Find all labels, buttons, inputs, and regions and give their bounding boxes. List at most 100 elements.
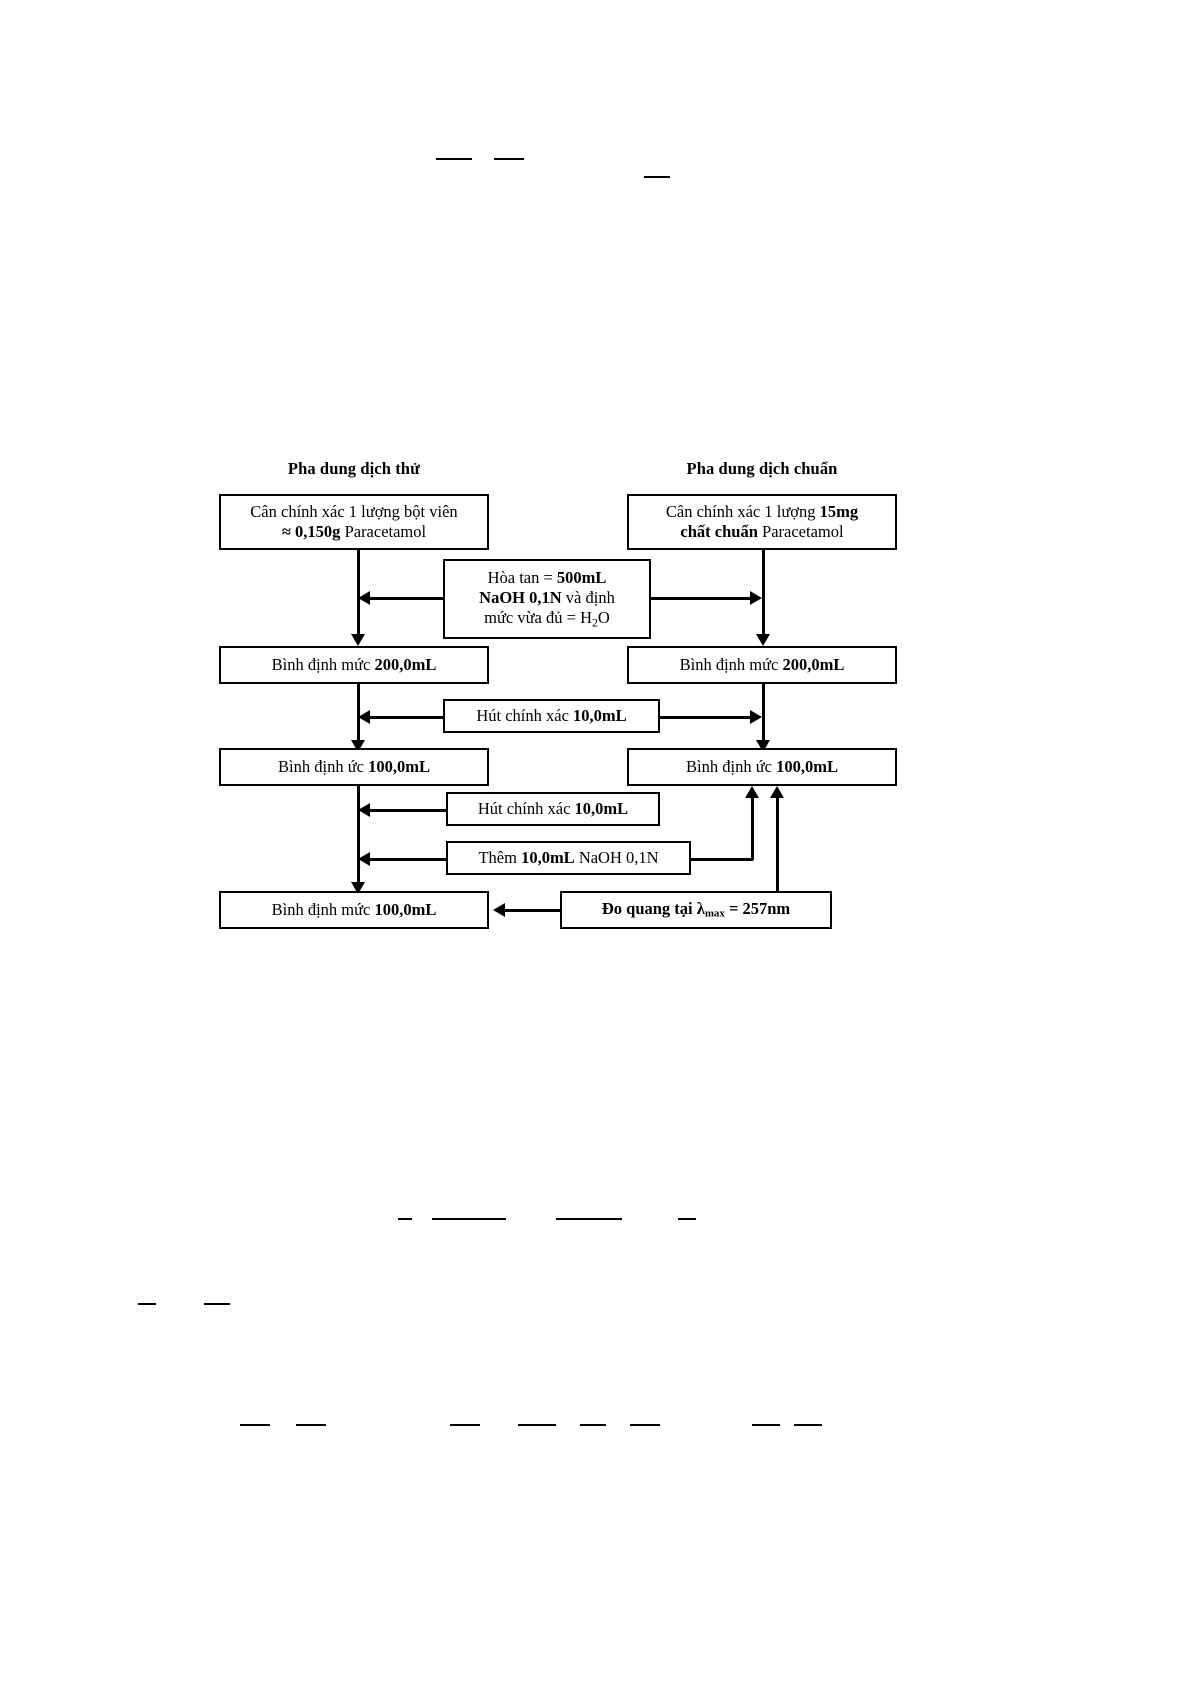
page-mark [398,1218,412,1220]
node-left-flask-100-final-text: Bình định mức 100,0mL [272,900,437,920]
page-mark [752,1424,780,1426]
node-left-flask-100-lead: Bình định ức [278,756,369,776]
page-mark [644,176,670,178]
node-pipette-2: Hút chính xác 10,0mL [446,792,660,826]
page-mark [240,1424,270,1426]
arrowhead-left-flask200 [351,634,365,646]
connector-addnaoh-to-left [370,858,446,861]
node-left-flask-100-final: Bình định mức 100,0mL [219,891,489,929]
node-pipette-2-volume: 10,0mL [574,798,629,818]
node-left-flask-200-lead: Bình định mức [271,654,375,674]
page-mark [580,1424,606,1426]
arrowhead-pipette1-right [750,710,762,724]
page-mark [436,158,472,160]
page-mark [556,1218,622,1220]
page-mark [138,1303,156,1305]
node-measure-text: Đo quang tại λmax = 257nm [602,899,790,921]
page-mark [518,1424,556,1426]
node-dissolve-line3: mức vừa đủ = H2O [484,608,610,630]
node-right-flask-200-text: Bình định mức 200,0mL [680,655,845,675]
page-mark [450,1424,480,1426]
arrowhead-right-flask200 [756,634,770,646]
node-dissolve-line2-rest: và định [561,587,615,607]
node-left-flask-200-text: Bình định mức 200,0mL [272,655,437,675]
node-add-naoh-reagent: NaOH 0,1N [574,847,659,867]
node-left-flask-200: Bình định mức 200,0mL [219,646,489,684]
page-mark [794,1424,822,1426]
node-left-weigh: Cân chính xác 1 lượng bột viên ≈ 0,150g … [219,494,489,550]
node-left-flask-200-volume: 200,0mL [374,654,437,674]
node-pipette-2-text: Hút chính xác 10,0mL [478,799,628,819]
arrowhead-dissolve-left [358,591,370,605]
node-right-weigh: Cân chính xác 1 lượng 15mg chất chuẩn Pa… [627,494,897,550]
node-dissolve-line1: Hòa tan = 500mL [488,568,607,588]
connector-dissolve-to-left [370,597,443,600]
node-left-flask-100-text: Bình định ức 100,0mL [278,757,430,777]
connector-left-flask100-to-final [357,786,360,882]
arrowhead-pipette2-left [358,803,370,817]
node-left-flask-100: Bình định ức 100,0mL [219,748,489,786]
page-mark [494,158,524,160]
node-dissolve-line2: NaOH 0,1N và định [479,588,615,608]
node-add-naoh: Thêm 10,0mL NaOH 0,1N [446,841,691,875]
node-right-weigh-amount: 15mg [819,501,859,521]
page-mark [678,1218,696,1220]
node-add-naoh-volume: 10,0mL [521,847,575,867]
node-dissolve-lead: Hòa tan = [487,567,557,587]
node-right-weigh-line2: chất chuẩn Paracetamol [680,522,843,542]
node-right-weigh-lead: Cân chính xác 1 lượng [665,501,820,521]
node-measure-wavelength: = 257nm [724,898,791,918]
node-add-naoh-text: Thêm 10,0mL NaOH 0,1N [478,848,658,868]
node-left-weigh-line2: ≈ 0,150g Paracetamol [282,522,426,542]
connector-addnaoh-elbow-h [691,858,753,861]
connector-addnaoh-elbow-v [751,798,754,860]
node-right-flask-100-text: Bình định ức 100,0mL [686,757,838,777]
column-title-test-solution: Pha dung dịch thử [287,459,421,478]
connector-right-flask200-to-flask100 [762,684,765,740]
node-measure: Đo quang tại λmax = 257nm [560,891,832,929]
node-left-weigh-amount: ≈ 0,150g [281,522,341,541]
connector-measure-to-final-flask [505,909,560,912]
node-pipette-1-volume: 10,0mL [573,705,627,725]
arrowhead-measure-into-right-flask [770,786,784,798]
page-mark [630,1424,660,1426]
node-left-flask-100-volume: 100,0mL [368,756,430,776]
node-pipette-1-lead: Hút chính xác [476,705,574,725]
connector-pipette1-to-left [370,716,443,719]
node-dissolve: Hòa tan = 500mL NaOH 0,1N và định mức vừ… [443,559,651,639]
node-right-flask-100: Bình định ức 100,0mL [627,748,897,786]
node-right-flask-200-lead: Bình định mức [679,654,783,674]
node-add-naoh-lead: Thêm [478,847,522,867]
connector-measure-to-right-flask [776,798,779,892]
node-right-flask-200: Bình định mức 200,0mL [627,646,897,684]
node-measure-sub: max [704,907,725,920]
connector-pipette2-to-left [370,809,446,812]
node-left-flask-100-final-lead: Bình định mức [271,899,375,919]
node-pipette-1-text: Hút chính xác 10,0mL [476,706,626,726]
page-mark [432,1218,506,1220]
connector-pipette1-to-right [660,716,750,719]
arrowhead-addnaoh-into-right-flask [745,786,759,798]
node-right-flask-100-lead: Bình định ức [686,756,777,776]
connector-dissolve-to-right [651,597,750,600]
node-left-flask-100-final-volume: 100,0mL [374,899,437,919]
arrowhead-pipette1-left [358,710,370,724]
page-mark [204,1303,230,1305]
arrowhead-dissolve-right [750,591,762,605]
node-left-weigh-substance: Paracetamol [340,522,427,541]
node-pipette-1: Hút chính xác 10,0mL [443,699,660,733]
node-right-weigh-substance: Paracetamol [757,522,844,541]
node-right-flask-100-volume: 100,0mL [776,756,838,776]
node-measure-lead: Đo quang tại λ [601,898,705,918]
node-right-weigh-kind: chất chuẩn [680,522,758,541]
node-dissolve-volume: 500mL [556,567,607,587]
node-left-weigh-line1: Cân chính xác 1 lượng bột viên [250,501,458,521]
node-right-flask-200-volume: 200,0mL [782,654,845,674]
node-pipette-2-lead: Hút chính xác [477,798,575,818]
arrowhead-addnaoh-left [358,852,370,866]
page-mark [296,1424,326,1426]
connector-right-weigh-to-flask200 [762,550,765,634]
node-dissolve-reagent: NaOH 0,1N [479,587,562,607]
node-right-weigh-line1: Cân chính xác 1 lượng 15mg [666,502,858,522]
